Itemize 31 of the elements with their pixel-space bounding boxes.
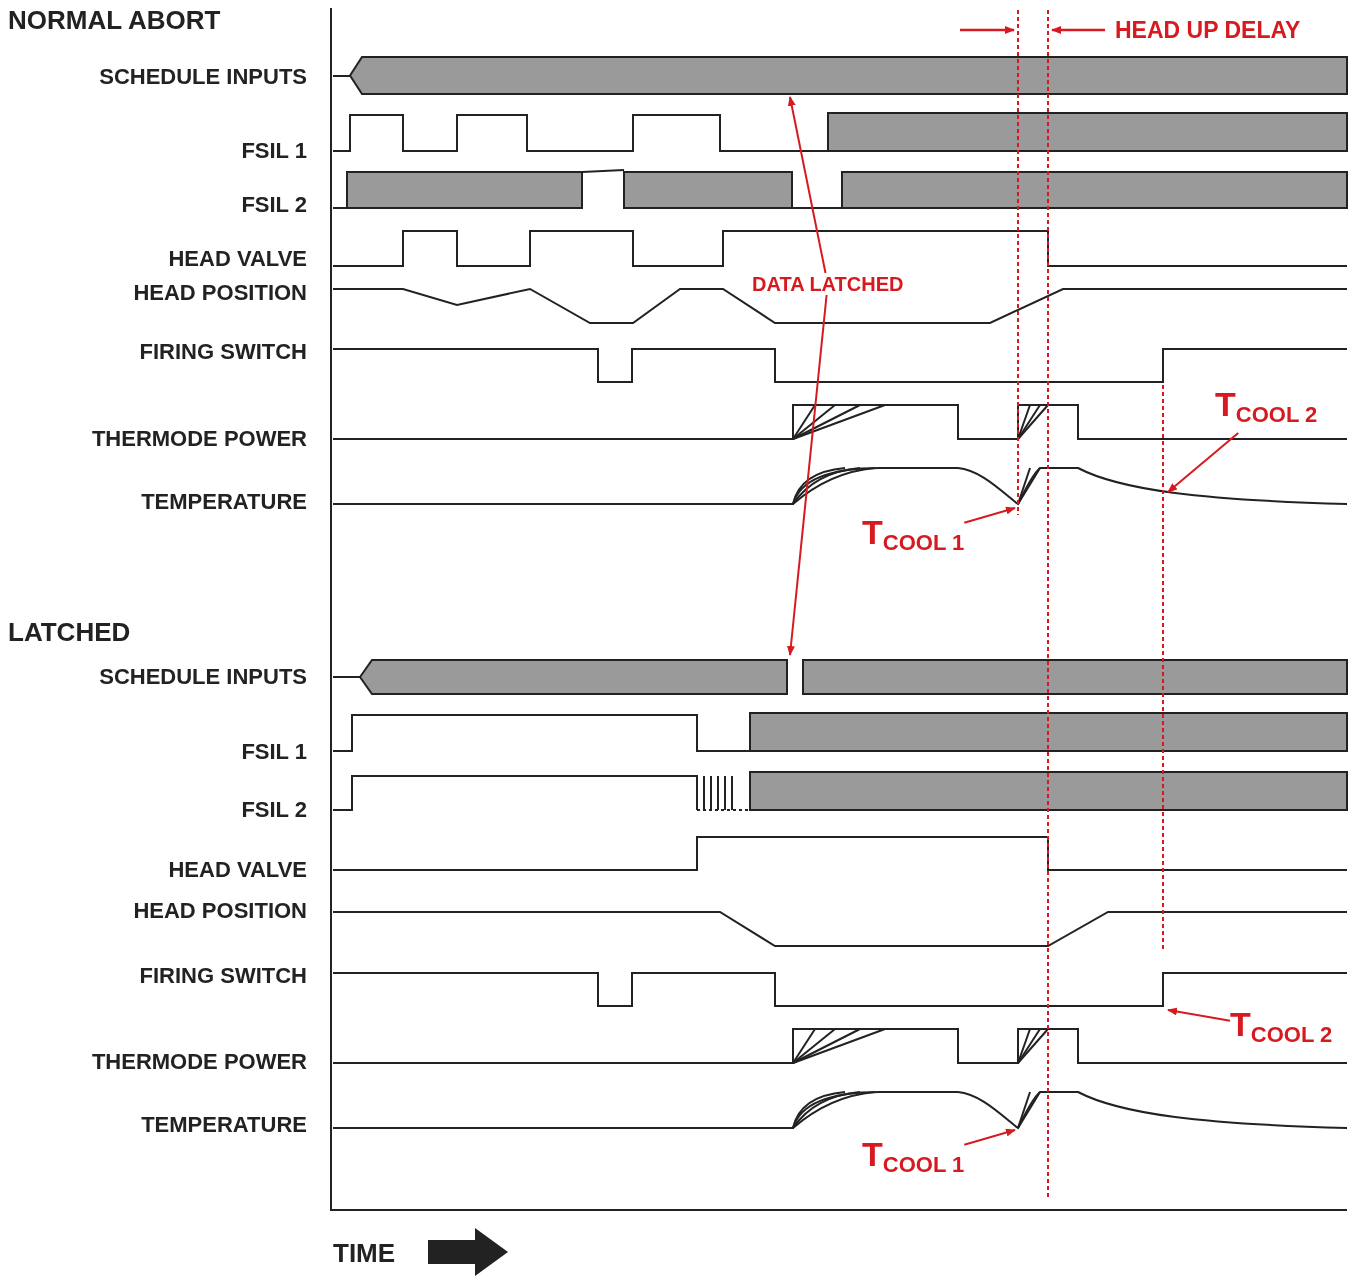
signal-name: THERMODE POWER bbox=[91, 1049, 307, 1075]
signal-name: SCHEDULE INPUTS bbox=[99, 64, 307, 90]
leader-line bbox=[963, 506, 1016, 524]
signal-name: FIRING SWITCH bbox=[139, 963, 307, 989]
section-heading: NORMAL ABORT bbox=[8, 5, 221, 35]
section-heading: LATCHED bbox=[8, 617, 131, 647]
callout-label: DATA LATCHED bbox=[752, 273, 904, 295]
signal-name: TEMPERATURE bbox=[141, 1112, 307, 1138]
signal-name: HEAD VALVE bbox=[168, 246, 307, 272]
dimension-label: HEAD UP DELAY bbox=[1115, 16, 1301, 44]
signal-name: HEAD VALVE bbox=[168, 857, 307, 883]
callout-label: T$_{COOL 1}$ bbox=[862, 514, 965, 561]
leader-line bbox=[786, 294, 828, 656]
callout-label: T$_{COOL 2}$ bbox=[1230, 1006, 1333, 1053]
signal-name: FSIL 2 bbox=[241, 192, 307, 218]
signal-name: FSIL 2 bbox=[241, 797, 307, 823]
callout-label: T$_{COOL 1}$ bbox=[862, 1136, 965, 1183]
signal-name: FSIL 1 bbox=[241, 138, 307, 164]
signal-name: THERMODE POWER bbox=[91, 426, 307, 452]
signal-name: HEAD POSITION bbox=[133, 280, 307, 306]
signal-name: SCHEDULE INPUTS bbox=[99, 664, 307, 690]
signal-name: FSIL 1 bbox=[241, 739, 307, 765]
leader-line bbox=[1167, 432, 1240, 493]
leader-line bbox=[1167, 1007, 1231, 1022]
callout-label: T$_{COOL 2}$ bbox=[1215, 386, 1318, 433]
signal-name: HEAD POSITION bbox=[133, 898, 307, 924]
axis-label: TIME bbox=[333, 1238, 396, 1268]
leader-line bbox=[787, 96, 827, 274]
signal-name: TEMPERATURE bbox=[141, 489, 307, 515]
leader-line bbox=[963, 1128, 1016, 1146]
signal-name: FIRING SWITCH bbox=[139, 339, 307, 365]
